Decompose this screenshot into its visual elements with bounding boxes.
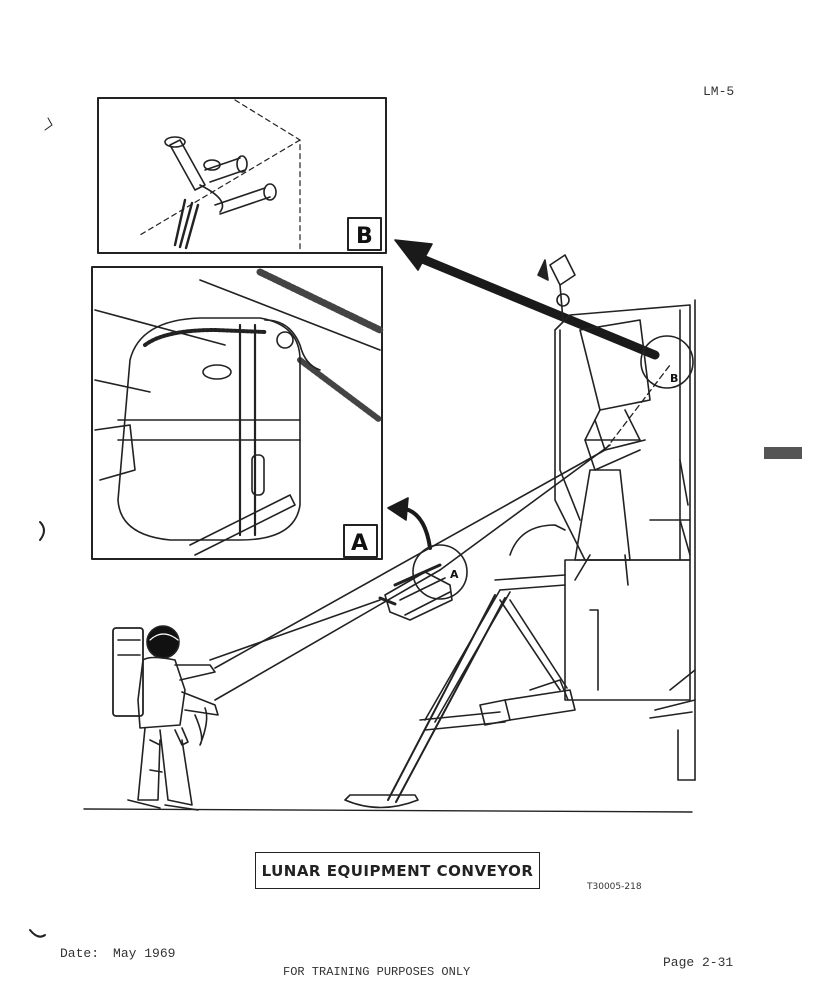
figure-code: T30005-218 [587,882,642,892]
lunar-surface-line [83,808,693,813]
date-value: May 1969 [113,946,176,961]
inset-b-detail: B [97,97,387,254]
inset-b-label: B [356,224,373,249]
margin-mark [44,117,53,131]
date-label: Date: [60,946,100,961]
callout-a-label: A [450,568,459,581]
footer-notice: FOR TRAINING PURPOSES ONLY [283,965,471,979]
landing-gear [344,524,696,809]
inset-a-label: A [351,531,368,556]
conveyor-container [378,563,453,621]
page-number: Page 2-31 [663,955,734,970]
margin-mark [764,447,802,459]
equipment-container [94,317,301,556]
handrail-fitting [164,136,277,250]
figure-caption: LUNAR EQUIPMENT CONVEYOR [255,852,540,889]
margin-mark [39,521,45,541]
inset-a-detail: A [91,266,384,560]
document-id: LM-5 [703,84,735,99]
margin-mark [29,929,46,938]
callout-a-arrow [387,497,432,550]
callout-a-circle: A [412,544,468,600]
lunar-module [344,254,696,809]
callout-b-circle: B [640,335,694,389]
astronaut [112,625,219,811]
date-line: Date: May 1969 [60,946,175,961]
callout-b-arrow [394,239,660,360]
callout-b-label: B [670,372,678,385]
conveyor-ropes [209,364,671,701]
